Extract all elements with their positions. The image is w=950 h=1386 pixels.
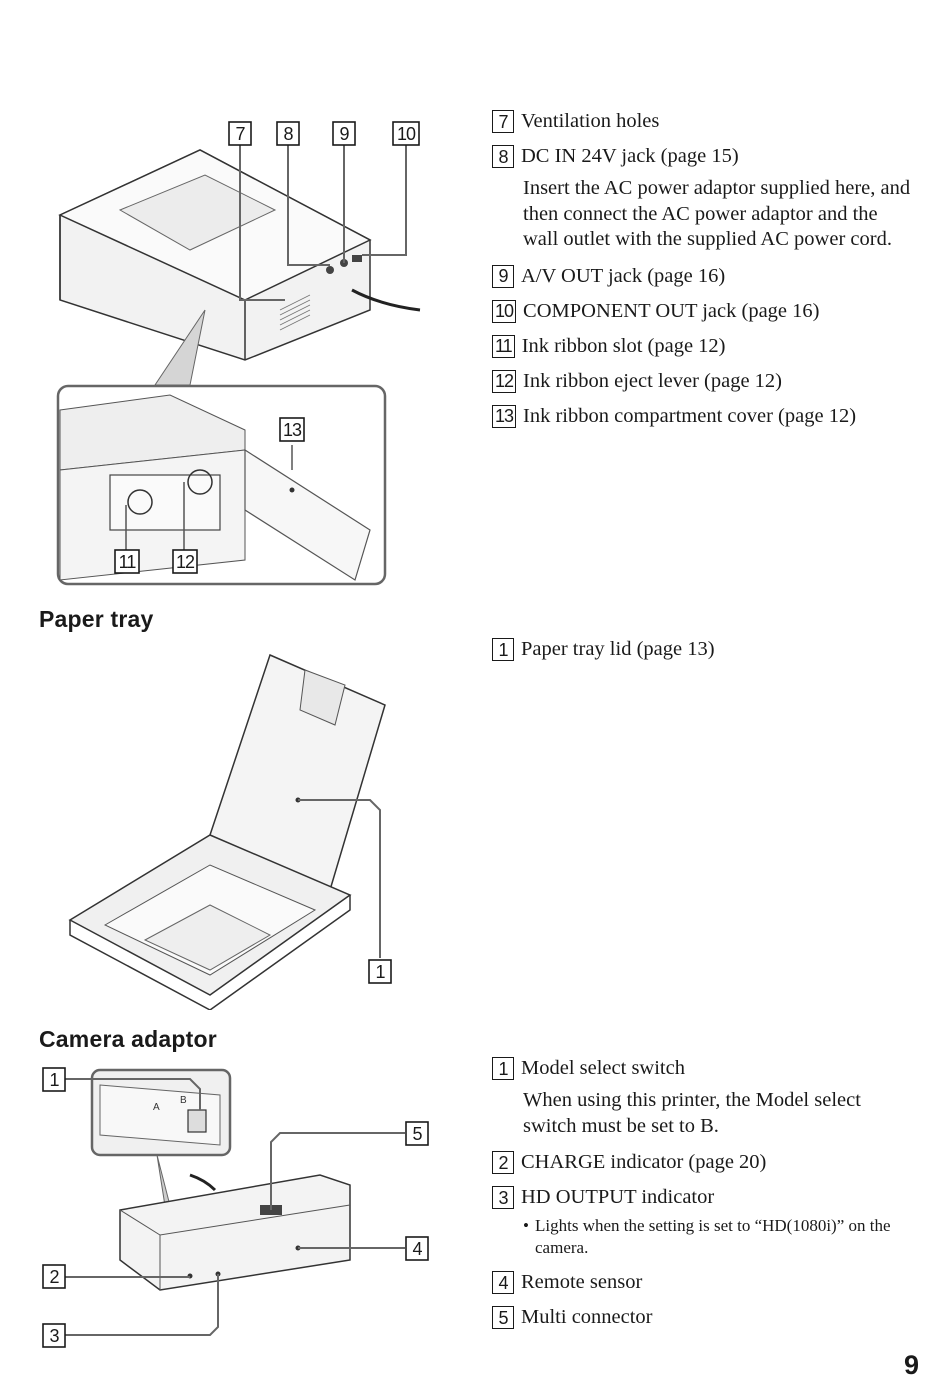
callout-text: 1 xyxy=(375,962,385,982)
list-item: 2 CHARGE indicator (page 20) xyxy=(492,1149,912,1175)
section-title-camera-adaptor: Camera adaptor xyxy=(39,1026,217,1052)
item-number: 4 xyxy=(492,1271,514,1294)
item-label: A/V OUT jack (page 16) xyxy=(521,264,726,287)
item-note: When using this printer, the Model selec… xyxy=(523,1089,861,1137)
list-item: 4 Remote sensor xyxy=(492,1269,912,1295)
callout-text: 4 xyxy=(412,1239,422,1259)
bullet-text: Lights when the setting is set to “HD(10… xyxy=(535,1216,891,1257)
item-bullet: • Lights when the setting is set to “HD(… xyxy=(523,1215,912,1259)
printer-parts-list: 7 Ventilation holes 8 DC IN 24V jack (pa… xyxy=(492,108,912,438)
callout-text: 12 xyxy=(176,552,195,572)
list-item: 9 A/V OUT jack (page 16) xyxy=(492,263,912,289)
callout-2: 2 xyxy=(42,1264,66,1289)
list-item: 1 Model select switch xyxy=(492,1055,912,1081)
paper-tray-parts-list: 1 Paper tray lid (page 13) xyxy=(492,636,912,671)
callout-11: 11 xyxy=(114,549,140,574)
item-label: DC IN 24V jack (page 15) xyxy=(521,145,739,167)
callout-text: 5 xyxy=(412,1124,422,1144)
list-item: 1 Paper tray lid (page 13) xyxy=(492,636,912,662)
item-number: 5 xyxy=(492,1306,514,1329)
callout-text: 3 xyxy=(49,1326,59,1346)
list-item: 8 DC IN 24V jack (page 15) xyxy=(492,143,912,169)
item-number: 7 xyxy=(492,110,514,133)
item-number: 1 xyxy=(492,638,514,661)
paper-tray-illustration: 1 xyxy=(68,653,392,1010)
item-label: Model select switch xyxy=(521,1057,685,1079)
callout-1: 1 xyxy=(42,1067,66,1092)
list-item: 5 Multi connector xyxy=(492,1304,912,1330)
item-number: 3 xyxy=(492,1186,514,1209)
printer-rear-illustration: 7 8 9 10 11 12 13 xyxy=(56,121,421,586)
item-number: 8 xyxy=(492,145,514,168)
section-title-paper-tray: Paper tray xyxy=(39,606,154,632)
callout-13: 13 xyxy=(279,417,305,442)
item-label: COMPONENT OUT jack (page 16) xyxy=(523,299,820,322)
switch-label-a: A xyxy=(153,1102,160,1113)
item-label: Ink ribbon eject lever (page 12) xyxy=(523,369,783,392)
callout-text: 8 xyxy=(283,124,293,144)
item-number: 12 xyxy=(492,369,517,393)
item-number: 9 xyxy=(492,264,514,288)
page-number: 9 xyxy=(903,1350,919,1380)
callout-text: 1 xyxy=(49,1070,59,1090)
item-note: Insert the AC power adaptor supplied her… xyxy=(523,177,911,250)
callout-12: 12 xyxy=(172,549,198,574)
item-label: HD OUTPUT indicator xyxy=(521,1186,715,1208)
list-item: 3 HD OUTPUT indicator xyxy=(492,1184,912,1210)
item-number: 1 xyxy=(492,1057,514,1080)
callout-text: 9 xyxy=(339,124,349,144)
item-label: CHARGE indicator (page 20) xyxy=(521,1151,767,1173)
bullet-icon: • xyxy=(523,1216,529,1235)
switch-label-b: B xyxy=(180,1095,187,1106)
item-label: Ink ribbon compartment cover (page 12) xyxy=(523,404,857,427)
callout-3: 3 xyxy=(42,1323,66,1348)
callout-1: 1 xyxy=(368,959,392,984)
item-number: 11 xyxy=(492,334,515,358)
item-label: Ink ribbon slot (page 12) xyxy=(521,334,726,357)
item-label: Multi connector xyxy=(521,1306,653,1328)
callout-5: 5 xyxy=(405,1121,429,1146)
item-label: Paper tray lid (page 13) xyxy=(521,638,715,660)
callout-8: 8 xyxy=(276,121,300,146)
list-item: 7 Ventilation holes xyxy=(492,108,912,134)
item-label: Remote sensor xyxy=(521,1271,643,1293)
callout-text: 7 xyxy=(235,124,245,144)
callout-text: 10 xyxy=(397,124,416,144)
callout-text: 11 xyxy=(119,552,137,572)
camera-adaptor-illustration: A B 1 2 3 4 5 xyxy=(42,1067,429,1348)
callout-9: 9 xyxy=(332,121,356,146)
callout-10: 10 xyxy=(392,121,420,146)
item-number: 2 xyxy=(492,1151,514,1174)
item-number: 13 xyxy=(492,404,517,428)
callout-text: 13 xyxy=(283,420,302,440)
callout-text: 2 xyxy=(49,1267,59,1287)
callout-7: 7 xyxy=(228,121,252,146)
item-number: 10 xyxy=(492,299,517,323)
callout-4: 4 xyxy=(405,1236,429,1261)
item-label: Ventilation holes xyxy=(521,110,660,132)
list-item: 13 Ink ribbon compartment cover (page 12… xyxy=(492,403,912,429)
list-item: 11 Ink ribbon slot (page 12) xyxy=(492,333,912,359)
camera-adaptor-parts-list: 1 Model select switch When using this pr… xyxy=(492,1055,912,1339)
list-item: 12 Ink ribbon eject lever (page 12) xyxy=(492,368,912,394)
list-item: 10 COMPONENT OUT jack (page 16) xyxy=(492,298,912,324)
